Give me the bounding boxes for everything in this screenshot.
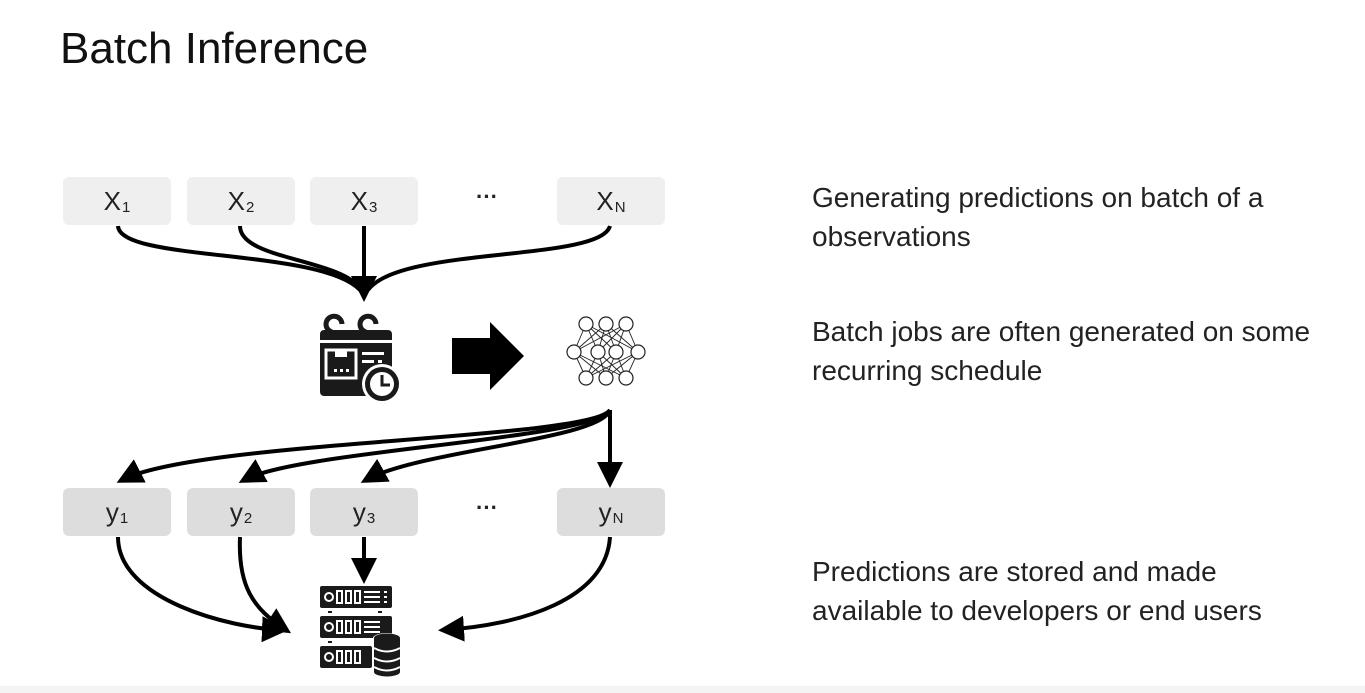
output-subscript: 3 xyxy=(366,509,376,527)
description-recurring-schedule: Batch jobs are often generated on some r… xyxy=(812,316,1311,386)
output-subscript: 2 xyxy=(243,509,253,527)
arrow-model-to-y3 xyxy=(360,408,612,483)
arrow-y2-to-storage xyxy=(237,536,292,634)
description-batch-predictions: Generating predictions on batch of a obs… xyxy=(812,182,1264,252)
arrow-yn-to-storage xyxy=(438,536,612,642)
input-arrows xyxy=(116,225,612,302)
calendar-schedule-icon xyxy=(320,313,402,404)
input-subscript: N xyxy=(614,198,626,216)
input-label: X xyxy=(227,185,245,216)
input-label: X xyxy=(350,185,368,216)
input-subscript: 1 xyxy=(122,198,131,216)
arrow-xn-to-scheduler xyxy=(366,225,612,292)
server-database-icon xyxy=(320,586,401,677)
output-label: y xyxy=(229,496,243,527)
right-arrow-icon xyxy=(452,322,524,390)
output-label: y xyxy=(598,496,612,527)
arrow-model-to-y2 xyxy=(238,408,612,483)
arrow-x1-to-scheduler xyxy=(116,225,362,292)
storage-arrows xyxy=(116,536,612,643)
input-subscript: 2 xyxy=(246,198,255,216)
output-arrows xyxy=(116,408,623,488)
input-label: X xyxy=(596,185,614,216)
input-ellipsis: ··· xyxy=(476,184,498,209)
output-subscript: N xyxy=(612,509,624,527)
input-subscript: 3 xyxy=(369,198,378,216)
output-label: y xyxy=(105,496,119,527)
input-label: X xyxy=(103,185,121,216)
arrow-y1-to-storage xyxy=(116,536,288,643)
database-icon xyxy=(373,633,401,677)
footer-bar xyxy=(0,686,1365,693)
arrow-model-to-y1 xyxy=(116,408,612,483)
page-title: Batch Inference xyxy=(60,24,369,73)
neural-network-icon xyxy=(566,316,646,386)
arrow-x2-to-scheduler xyxy=(238,225,364,292)
description-stored-predictions: Predictions are stored and made availabl… xyxy=(812,556,1262,626)
output-subscript: 1 xyxy=(119,509,129,527)
output-label: y xyxy=(352,496,366,527)
output-ellipsis: ··· xyxy=(476,495,498,520)
